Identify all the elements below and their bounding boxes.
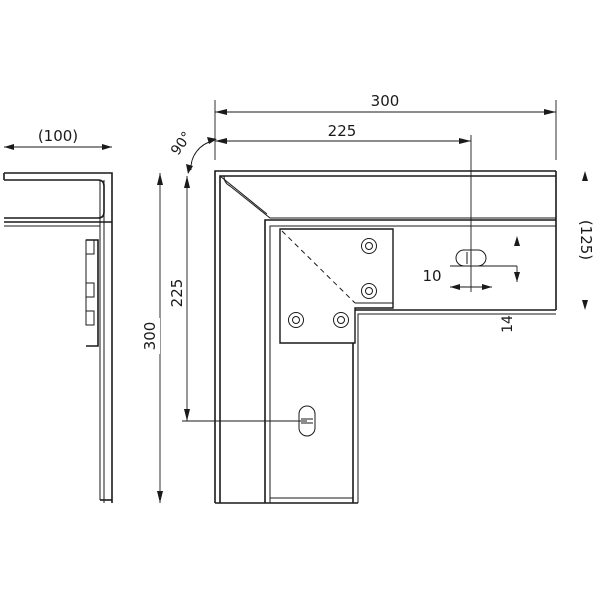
outer-frame — [214, 170, 556, 503]
inner-frame — [264, 219, 556, 503]
dim-side-width-label: (100) — [38, 127, 78, 145]
dim-total-width-label: 300 — [371, 92, 400, 110]
arrow-head — [482, 284, 492, 290]
arrow-head — [544, 109, 556, 115]
arrow-head — [514, 236, 520, 246]
arrow-head — [157, 173, 163, 185]
arrow-head — [157, 491, 163, 503]
side-view-lug-2 — [85, 282, 95, 298]
hidden-mitre-line — [281, 230, 356, 304]
dimensions: 300 225 90° 300 225 (125) 10 — [141, 92, 595, 503]
arrow-head — [215, 109, 227, 115]
label-bg — [142, 318, 160, 354]
side-view-lug-1 — [85, 239, 95, 255]
mitre-line — [219, 175, 268, 215]
inner-frame-edge — [269, 225, 556, 503]
inner-corner — [352, 309, 556, 503]
side-view: (100) — [3, 127, 113, 503]
side-view-connector-plate — [86, 239, 99, 347]
dim-inner-width-label: 225 — [328, 122, 357, 140]
arrow-head — [102, 144, 112, 150]
dim-offset-label: 14 — [500, 315, 516, 333]
arrow-head — [450, 284, 460, 290]
arrow-head — [215, 138, 227, 144]
bolt-2 — [361, 283, 377, 299]
arrow-head — [186, 164, 193, 174]
arrow-head — [184, 176, 190, 188]
side-view-cap — [4, 179, 105, 219]
side-view-outline — [4, 172, 113, 503]
arrow-head — [207, 137, 217, 144]
side-view-lug-3 — [85, 310, 95, 326]
bolt-1 — [361, 238, 377, 254]
arrow-head — [4, 144, 14, 150]
front-view — [214, 170, 557, 504]
arrow-head — [459, 138, 471, 144]
bolt-3 — [288, 312, 304, 328]
side-view-inner-wall — [99, 180, 105, 503]
arrow-head — [184, 409, 190, 421]
angle-arc — [190, 140, 214, 171]
arrow-head — [582, 171, 588, 181]
dim-total-height-label: 300 — [141, 322, 159, 351]
dim-inner-height-label: 225 — [168, 279, 186, 308]
inner-corner-edge — [357, 313, 556, 503]
dim-slot-width-label: 10 — [422, 267, 441, 285]
bevel-line — [223, 175, 556, 219]
bolt-4 — [333, 312, 349, 328]
arrow-head — [582, 300, 588, 310]
dim-angle-label: 90° — [168, 129, 195, 159]
dim-depth-label: (125) — [577, 220, 595, 260]
